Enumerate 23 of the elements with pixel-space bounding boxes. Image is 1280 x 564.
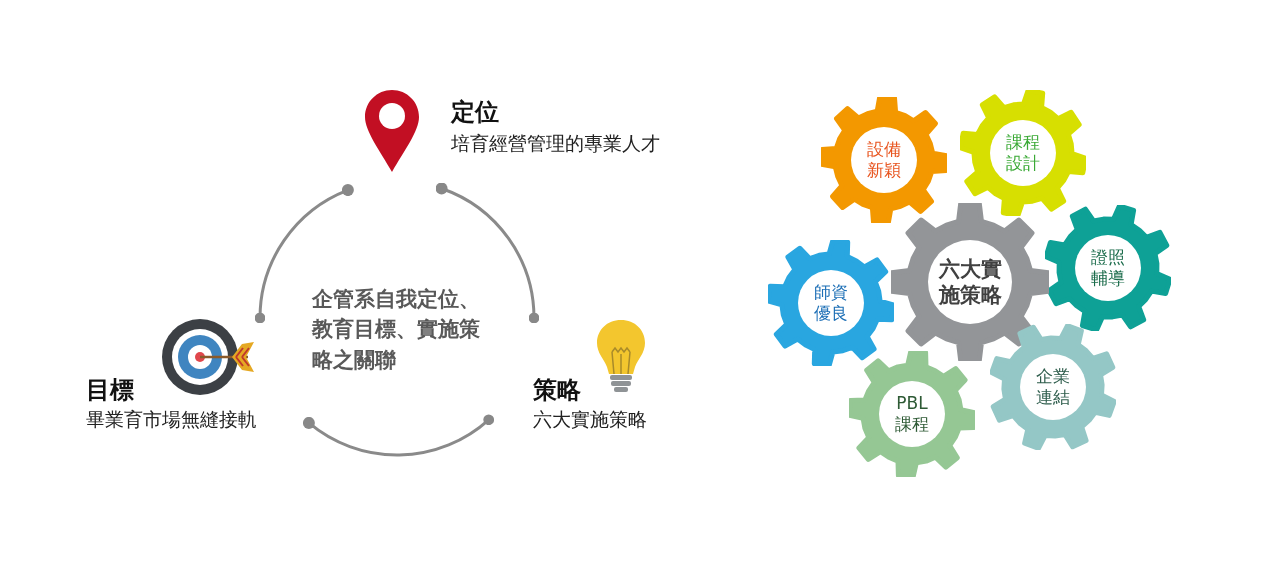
- gear-shape: [849, 351, 975, 477]
- cycle-arc: [435, 182, 540, 324]
- node-description: 培育經營管理的專業人才: [451, 132, 660, 155]
- node-title: 目標: [86, 376, 134, 405]
- gear-label: 六大實施策略: [937, 255, 1003, 309]
- gear-shape: [990, 324, 1116, 450]
- gear-shape: [821, 97, 947, 223]
- node-title: 定位: [451, 98, 499, 127]
- node-description: 畢業育市場無縫接軌: [86, 408, 257, 431]
- cycle-arc: [302, 414, 495, 457]
- gear-label: 設備新穎: [866, 138, 902, 182]
- gear-label: 課程設計: [1005, 131, 1041, 175]
- gear-label: 證照輔導: [1090, 246, 1126, 290]
- gear-label: 企業連結: [1035, 365, 1071, 409]
- gear-label: 師資優良: [813, 281, 849, 325]
- node-description: 六大實施策略: [533, 408, 647, 431]
- gear-shape: [960, 90, 1086, 216]
- gear-shape: [1045, 205, 1171, 331]
- node-title: 策略: [533, 376, 581, 405]
- center-caption: 企管系自我定位、教育目標、實施策略之關聯: [312, 286, 481, 374]
- cycle-arc: [254, 184, 354, 324]
- gear-shape: [768, 240, 894, 366]
- gear-label: PBL課程: [894, 392, 930, 436]
